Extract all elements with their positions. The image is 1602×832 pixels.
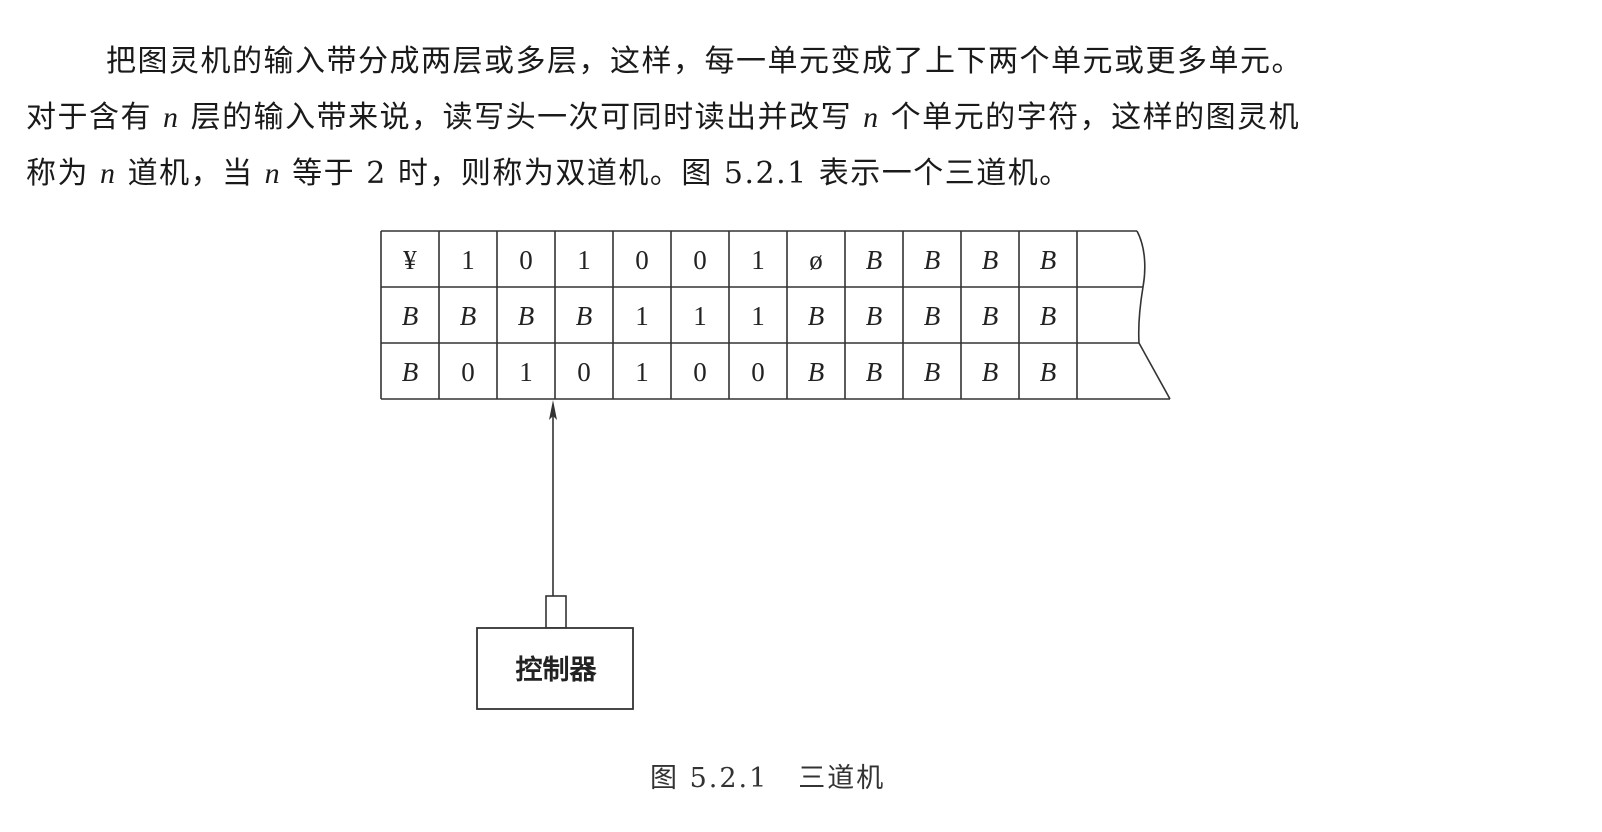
tape-cell-symbol: B — [982, 245, 999, 275]
tape-cell-symbol: 0 — [693, 357, 707, 387]
tape-cell-symbol: B — [924, 357, 941, 387]
tape-cell-symbol: B — [518, 301, 535, 331]
tape-cell-symbol: B — [982, 301, 999, 331]
tape-cell-symbol: 1 — [519, 357, 533, 387]
tape-cell-symbol: B — [1040, 245, 1057, 275]
caption-title: 三道机 — [798, 763, 886, 794]
controller-box: 控制器 — [476, 627, 634, 710]
tape-cell-symbol: 1 — [751, 245, 765, 275]
body-paragraph: 把图灵机的输入带分成两层或多层，这样，每一单元变成了上下两个单元或更多单元。 对… — [26, 34, 1586, 202]
head-connector — [545, 595, 567, 629]
tape-cell-symbol: B — [808, 301, 825, 331]
tape-cell-symbol: 1 — [635, 301, 649, 331]
tape-cell-symbol: 0 — [751, 357, 765, 387]
tape-cell-symbol: B — [808, 357, 825, 387]
tape-cell-symbol: B — [402, 357, 419, 387]
tape-cell-symbol: 0 — [577, 357, 591, 387]
tape-cell-symbol: 1 — [751, 301, 765, 331]
paragraph-line-2: 对于含有 n 层的输入带来说，读写头一次可同时读出并改写 n 个单元的字符，这样… — [26, 100, 1301, 135]
tape-cell-symbol: 0 — [635, 245, 649, 275]
controller-rect — [476, 627, 634, 710]
paragraph-line-3: 称为 n 道机，当 n 等于 2 时，则称为双道机。图 5.2.1 表示一个三道… — [26, 156, 1071, 191]
tape-cell-symbol: 1 — [461, 245, 475, 275]
tape-cell-symbol: ø — [809, 245, 823, 275]
tape-cell-symbol: B — [924, 245, 941, 275]
variable-n: n — [163, 101, 180, 134]
tape-cell-symbol: 0 — [693, 245, 707, 275]
tape-cell-symbol: 1 — [693, 301, 707, 331]
tape-cell-symbol: B — [1040, 357, 1057, 387]
variable-n: n — [863, 101, 880, 134]
variable-n: n — [264, 157, 282, 190]
tape-cell-symbol: B — [1040, 301, 1057, 331]
tape-torn-edge — [1136, 230, 1171, 400]
read-write-head — [545, 400, 567, 629]
figure-caption: 图 5.2.1 三道机 — [650, 756, 885, 795]
tape-cell-symbol: B — [402, 301, 419, 331]
caption-number: 图 5.2.1 — [650, 763, 769, 794]
tape-cell-symbol: 1 — [635, 357, 649, 387]
tape-cell-symbol: ¥ — [403, 245, 417, 275]
tape-cell-symbol: 0 — [519, 245, 533, 275]
tape-cell-symbol: B — [866, 245, 883, 275]
tape-cell-symbol: 1 — [577, 245, 591, 275]
tape-cell-symbol: B — [924, 301, 941, 331]
tape-cell-symbol: B — [866, 301, 883, 331]
controller-label: 控制器 — [516, 655, 598, 686]
tape-cell-symbol: B — [866, 357, 883, 387]
paragraph-line-1: 把图灵机的输入带分成两层或多层，这样，每一单元变成了上下两个单元或更多单元。 — [106, 44, 1303, 79]
tape-cell-symbol: B — [982, 357, 999, 387]
tape-cell-symbol: 0 — [461, 357, 475, 387]
head-arrow-tip — [549, 400, 557, 420]
variable-n: n — [100, 157, 117, 190]
tape-cell-symbol: B — [460, 301, 477, 331]
tape-cell-symbol: B — [576, 301, 593, 331]
